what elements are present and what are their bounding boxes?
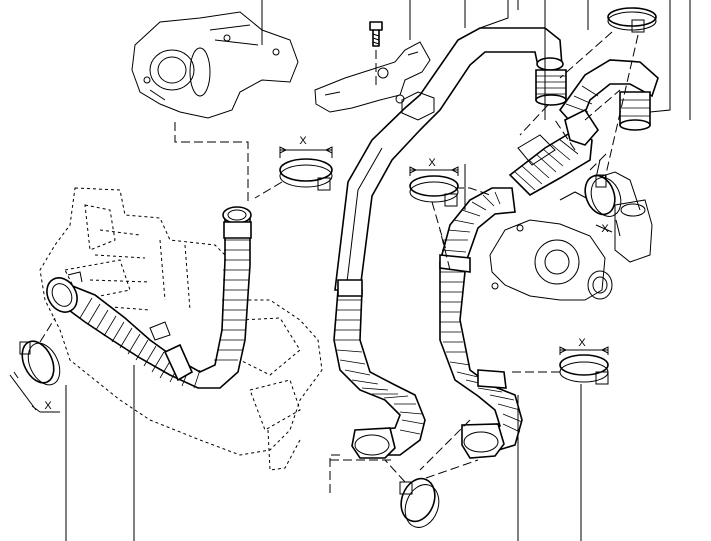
support-bracket	[314, 0, 431, 113]
dimension-label-x-2: X	[428, 157, 436, 169]
turbo-outlet-coupling	[508, 0, 599, 196]
upper-metal-pipe	[334, 0, 564, 291]
left-intercooler-hose	[46, 206, 252, 541]
dimension-label-x-1: X	[299, 135, 307, 147]
hose-clamp-top-right	[559, 7, 657, 201]
hose-clamp-bottom	[329, 419, 479, 528]
leader-lines	[330, 0, 691, 461]
dimension-label-x-5: X	[601, 223, 609, 235]
hose-clamp-upper-left	[254, 146, 333, 199]
upper-coupling-sleeve	[519, 69, 567, 136]
dimension-label-x-3: X	[44, 400, 52, 412]
hose-clamp-upper-center	[409, 164, 491, 251]
throttle-body	[131, 0, 299, 205]
lower-right-hose	[439, 0, 523, 541]
hose-clamp-left	[9, 317, 67, 541]
hose-clamp-lower-right	[510, 346, 609, 541]
lower-middle-hose	[333, 279, 426, 459]
intercooler-outline	[39, 187, 323, 471]
bolt	[369, 21, 383, 85]
hose-clamp-turbo	[584, 174, 622, 237]
dimension-labels: X X X X X	[44, 135, 609, 412]
dimension-label-x-4: X	[578, 337, 586, 349]
turbocharger	[489, 153, 653, 301]
